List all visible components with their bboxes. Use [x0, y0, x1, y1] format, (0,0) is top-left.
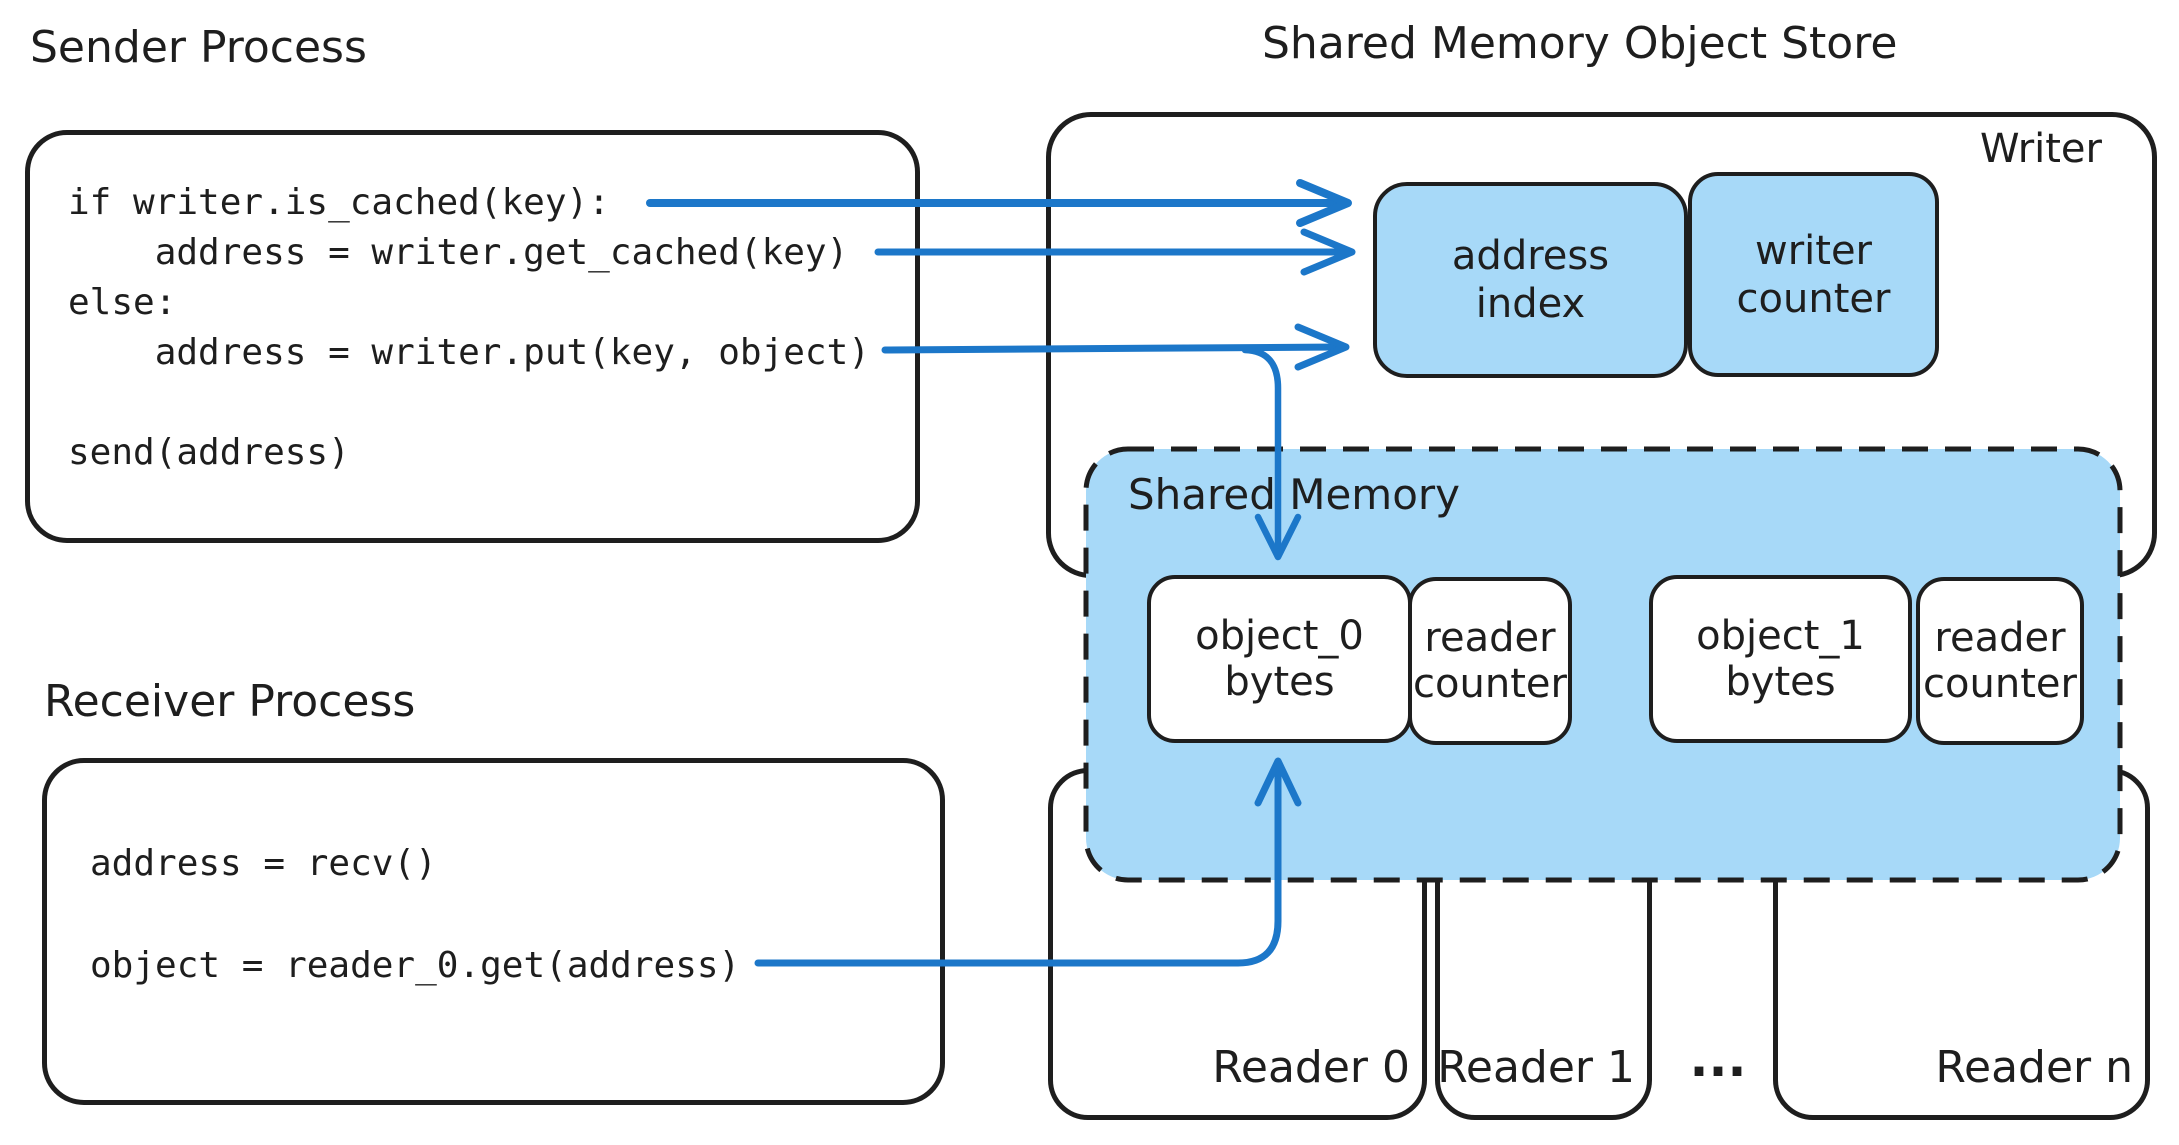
shared-memory-box	[1083, 446, 2123, 883]
sender-code-line-4: address = writer.put(key, object)	[68, 332, 870, 373]
receiver-code-line-2: object = reader_0.get(address)	[90, 945, 741, 986]
object-1-label-line1: object_1	[1696, 613, 1865, 659]
address-index-label-line2: index	[1475, 281, 1586, 327]
sender-code-line-2: address = writer.get_cached(key)	[68, 232, 849, 273]
address-index-label-line1: address	[1451, 233, 1610, 279]
object-1-label-line2: bytes	[1725, 659, 1836, 705]
reader-counter-0-label-line1: reader	[1424, 615, 1556, 661]
writer-counter-box: writer counter	[1688, 172, 1939, 377]
address-index-box: address index	[1373, 182, 1688, 378]
sender-code-line-5: send(address)	[68, 432, 350, 473]
sender-process-label: Sender Process	[30, 22, 367, 73]
reader-counter-0-box: reader counter	[1408, 577, 1572, 745]
writer-counter-label-line1: writer	[1754, 227, 1872, 274]
shared-memory-label: Shared Memory	[1128, 470, 1461, 519]
reader-0-label: Reader 0	[1212, 1042, 1410, 1093]
object-0-box: object_0 bytes	[1147, 575, 1412, 743]
reader-1-label: Reader 1	[1437, 1042, 1635, 1093]
object-0-label-line1: object_0	[1195, 613, 1364, 659]
object-0-label-line2: bytes	[1224, 659, 1335, 705]
sender-code-line-3: else:	[68, 282, 177, 323]
writer-counter-label-line2: counter	[1736, 275, 1891, 322]
sender-code-line-1: if writer.is_cached(key):	[68, 182, 610, 223]
reader-n-label: Reader n	[1935, 1042, 2133, 1093]
sender-process-box	[25, 130, 920, 543]
writer-label: Writer	[1979, 126, 2102, 172]
reader-counter-1-label-line1: reader	[1934, 615, 2066, 661]
reader-counter-0-label-line2: counter	[1413, 661, 1567, 707]
store-title: Shared Memory Object Store	[1262, 18, 1898, 69]
receiver-code-line-1: address = recv()	[90, 843, 437, 884]
reader-counter-1-box: reader counter	[1916, 577, 2084, 745]
receiver-process-label: Receiver Process	[44, 676, 416, 727]
object-1-box: object_1 bytes	[1649, 575, 1912, 743]
reader-counter-1-label-line2: counter	[1923, 661, 2077, 707]
readers-ellipsis: ...	[1689, 1030, 1747, 1088]
